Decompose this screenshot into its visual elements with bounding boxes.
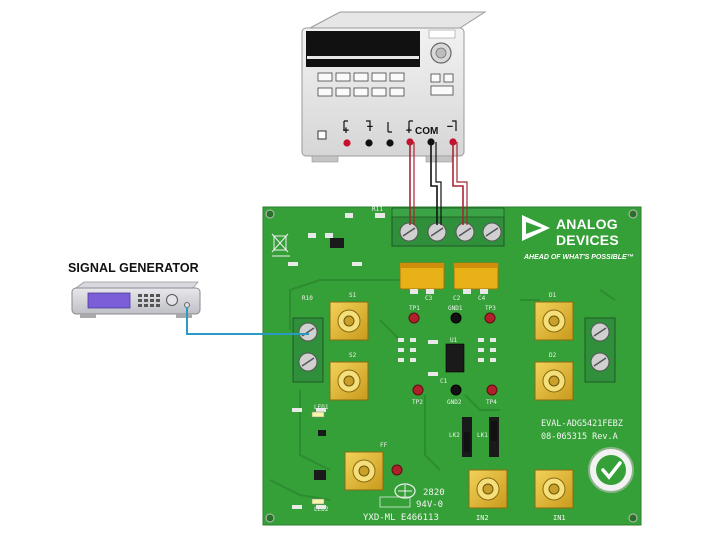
- testpoint-ff[interactable]: [391, 464, 403, 476]
- power-switch[interactable]: [317, 130, 327, 140]
- smd-pads: [288, 213, 496, 509]
- jumper-lk1[interactable]: [489, 417, 499, 457]
- generator-display: [87, 292, 131, 309]
- terminal-minus-2: −: [447, 121, 453, 133]
- jack-black-1[interactable]: [365, 139, 373, 147]
- psu-button-grid[interactable]: [317, 72, 454, 97]
- led2: [311, 498, 325, 505]
- generator-knob-icon[interactable]: [166, 294, 178, 306]
- label-gnd1: GND1: [448, 305, 463, 312]
- board-revision: 08-065315 Rev.A: [541, 432, 618, 442]
- connector-s2[interactable]: [329, 361, 369, 401]
- testpoint-gnd2[interactable]: [450, 384, 462, 396]
- label-lk1: LK1: [477, 432, 488, 439]
- connector-in1[interactable]: [534, 469, 574, 509]
- jack-red-1[interactable]: [343, 139, 351, 147]
- certification-seal-icon: [588, 447, 634, 493]
- date-code: 2820: [423, 488, 445, 498]
- adi-logo-line1: ANALOG: [556, 216, 618, 232]
- connector-ff[interactable]: [344, 451, 384, 491]
- testpoint-tp4[interactable]: [486, 384, 498, 396]
- label-in2: IN2: [476, 514, 489, 522]
- label-tp4: TP4: [486, 399, 497, 406]
- label-d1: D1: [549, 292, 557, 299]
- power-terminal-block[interactable]: [391, 207, 505, 247]
- adi-logo-line2: DEVICES: [556, 232, 619, 248]
- source-terminal-block[interactable]: [292, 317, 324, 383]
- ul-mark-icon: [394, 483, 416, 499]
- label-ff: FF: [380, 442, 388, 449]
- weee-icon: [271, 233, 290, 257]
- psu-display: [306, 31, 420, 67]
- power-supply: + − + −: [301, 11, 487, 163]
- ul-flammability: 94V-0: [416, 500, 444, 510]
- com-label: COM: [415, 126, 439, 137]
- board-part-number: EVAL-ADG5421FEBZ: [541, 419, 623, 429]
- testpoint-gnd1[interactable]: [450, 312, 462, 324]
- signal-generator: [71, 281, 201, 318]
- ul-file-number: YXD-ML E466113: [363, 513, 439, 523]
- label-tp1: TP1: [409, 305, 420, 312]
- led1: [311, 411, 325, 418]
- signal-generator-label: SIGNAL GENERATOR: [68, 261, 199, 275]
- terminal-minus-1: −: [367, 121, 373, 133]
- testpoint-tp2[interactable]: [412, 384, 424, 396]
- label-r10: R10: [302, 295, 313, 302]
- label-tp3: TP3: [485, 305, 496, 312]
- terminal-plus-1: +: [343, 125, 349, 137]
- signal-probe-cable: [186, 307, 309, 335]
- label-led2: LED2: [314, 506, 329, 513]
- label-lk2: LK2: [449, 432, 460, 439]
- transistor-2: [314, 470, 326, 480]
- jack-black-2[interactable]: [386, 139, 394, 147]
- generator-output-jack[interactable]: [184, 302, 190, 308]
- label-c1: C1: [440, 378, 448, 385]
- terminal-plus-2: +: [406, 125, 412, 137]
- label-s2: S2: [349, 352, 357, 359]
- connector-d2[interactable]: [534, 361, 574, 401]
- evaluation-board: [262, 206, 642, 526]
- label-s1: S1: [349, 292, 357, 299]
- label-tp2: TP2: [412, 399, 423, 406]
- ic-u1: [445, 343, 465, 373]
- label-c2: C2: [453, 295, 461, 302]
- supply-cables: [409, 142, 468, 225]
- adi-tagline: AHEAD OF WHAT'S POSSIBLE™: [524, 254, 634, 261]
- connector-s1[interactable]: [329, 301, 369, 341]
- transistor: [330, 238, 344, 248]
- label-r11: R11: [372, 206, 383, 213]
- terminal-markings: [343, 120, 457, 133]
- label-d2: D2: [549, 352, 557, 359]
- label-c3: C3: [425, 295, 433, 302]
- connector-d1[interactable]: [534, 301, 574, 341]
- connector-in2[interactable]: [468, 469, 508, 509]
- jumper-lk2[interactable]: [462, 417, 472, 457]
- label-c4: C4: [478, 295, 486, 302]
- label-gnd2: GND2: [447, 399, 462, 406]
- label-in1: IN1: [553, 514, 566, 522]
- tantalum-capacitors: [399, 262, 499, 294]
- label-led1: LED1: [314, 404, 329, 411]
- label-u1: U1: [450, 337, 458, 344]
- generator-keypad[interactable]: [138, 294, 160, 307]
- drain-terminal-block[interactable]: [584, 317, 616, 383]
- testpoint-tp3[interactable]: [484, 312, 496, 324]
- testpoint-tp1[interactable]: [408, 312, 420, 324]
